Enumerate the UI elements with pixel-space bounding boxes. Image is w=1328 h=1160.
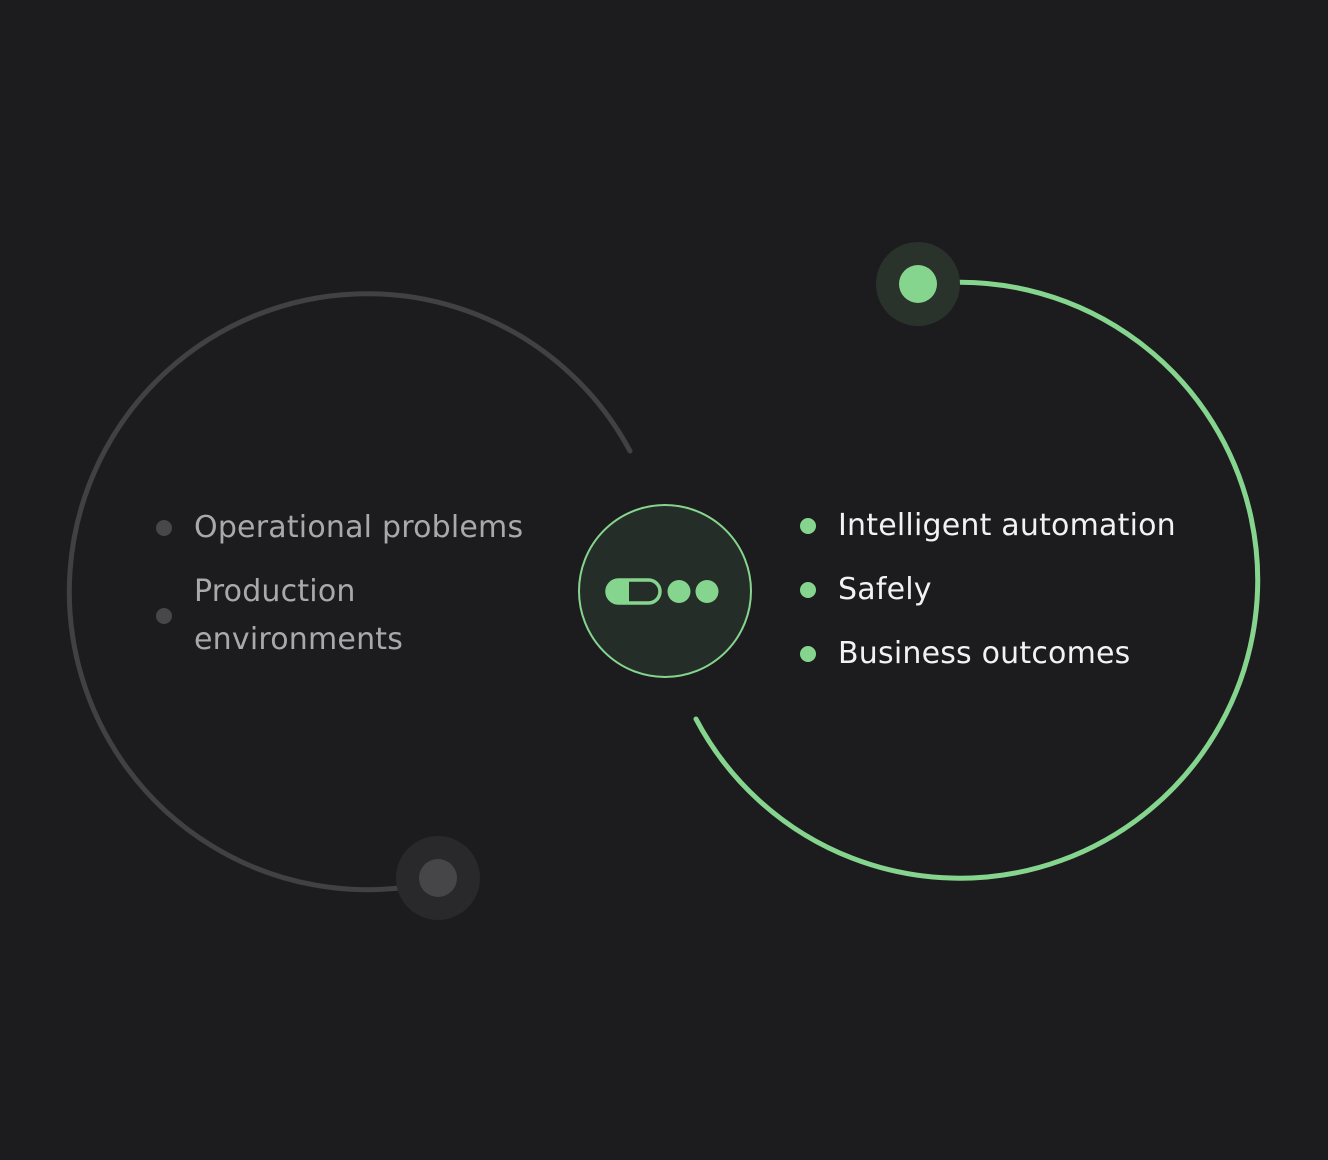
problem-item: Operational problems xyxy=(156,504,554,552)
outcome-item: Intelligent automation xyxy=(800,504,1258,548)
outcome-item: Safely xyxy=(800,568,1258,612)
green-endpoint-node-icon xyxy=(876,242,960,326)
toggle-dots-icon xyxy=(605,578,719,605)
outcome-label: Business outcomes xyxy=(838,636,1131,671)
outcome-label: Intelligent automation xyxy=(838,508,1176,543)
outcomes-arc xyxy=(693,279,1261,881)
problems-arc xyxy=(66,291,633,893)
bullet-dot xyxy=(800,646,816,662)
outcome-item: Business outcomes xyxy=(800,632,1258,676)
outcomes-list: Intelligent automation Safely Business o… xyxy=(800,504,1258,696)
bullet-dot xyxy=(156,608,172,624)
problem-item: Production environments xyxy=(156,568,554,664)
bullet-dot xyxy=(800,518,816,534)
problems-list: Operational problems Production environm… xyxy=(156,504,554,680)
problem-label: Production environments xyxy=(194,574,404,657)
gray-endpoint-node-icon xyxy=(396,836,480,920)
problem-label: Operational problems xyxy=(194,510,524,545)
bullet-dot xyxy=(156,520,172,536)
outcome-label: Safely xyxy=(838,572,932,607)
bullet-dot xyxy=(800,582,816,598)
center-hub xyxy=(578,504,752,678)
